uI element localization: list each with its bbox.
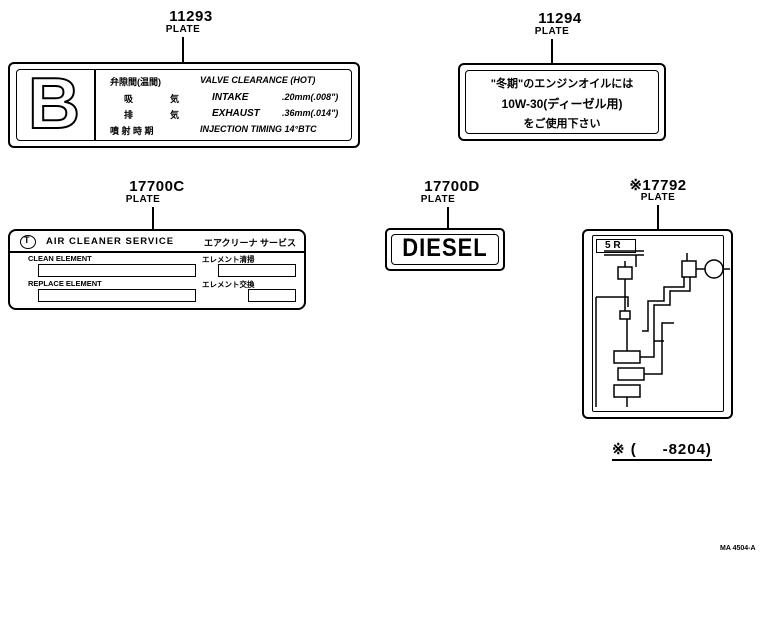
plate-17700c-clean-jp: エレメント清掃 bbox=[202, 255, 255, 264]
leader-line-17700d bbox=[447, 207, 449, 229]
leader-line-11294 bbox=[551, 39, 553, 63]
toyota-logo-icon: T bbox=[20, 235, 36, 249]
plate-17700c-header-rule bbox=[10, 251, 304, 253]
plate-17700d: DIESEL bbox=[385, 228, 505, 271]
plate-11293-row2-jp-b: 気 bbox=[170, 94, 180, 104]
plate-11293-divider bbox=[94, 69, 96, 141]
part-label-17700d: PLATE bbox=[420, 194, 456, 205]
part-label-11294: PLATE bbox=[534, 26, 570, 37]
leader-line-11293 bbox=[182, 37, 184, 62]
part-number-17700c: 17700C bbox=[129, 178, 185, 195]
plate-17700c-replace-jp: エレメント交換 bbox=[202, 280, 255, 289]
part-number-17700d: 17700D bbox=[424, 178, 480, 195]
plate-17700d-border bbox=[391, 234, 499, 265]
part-label-17792: PLATE bbox=[640, 192, 676, 203]
plate-17792-tag: 5 R bbox=[605, 240, 621, 251]
plate-11293-row3-jp-a: 排 bbox=[124, 110, 134, 120]
plate-17700c-title-en: AIR CLEANER SERVICE bbox=[46, 236, 175, 247]
plate-17700c-clean-en: CLEAN ELEMENT bbox=[28, 254, 92, 263]
part-label-17700c: PLATE bbox=[125, 194, 161, 205]
plate-11294-line1: "冬期"のエンジンオイルには bbox=[490, 78, 634, 90]
plate-11293-row1-jp: 弁隙間(温間) bbox=[110, 77, 161, 87]
plate-11293-row2-en: INTAKE bbox=[212, 92, 249, 103]
part-label-11293: PLATE bbox=[165, 24, 201, 35]
figure-code: MA 4504-A bbox=[720, 545, 756, 552]
clean-element-date-field bbox=[218, 264, 296, 277]
plate-11294-line3: をご使用下さい bbox=[523, 118, 601, 130]
plate-11294-border bbox=[465, 70, 659, 134]
plate-11293-row1-en: VALVE CLEARANCE (HOT) bbox=[200, 75, 316, 85]
plate-11294-line2: 10W-30(ディーゼル用) bbox=[501, 97, 623, 111]
plate-17700d-text: DIESEL bbox=[402, 233, 488, 262]
plate-11293-row3-jp-b: 気 bbox=[170, 110, 180, 120]
plate-17700c-replace-en: REPLACE ELEMENT bbox=[28, 279, 102, 288]
plate-17792-border bbox=[592, 235, 724, 412]
part-number-17792: ※17792 bbox=[629, 177, 687, 194]
plate-17792-tag-box: 5 R bbox=[596, 239, 636, 253]
toyota-logo-letter: T bbox=[24, 235, 30, 245]
plate-11293: B 弁隙間(温間) VALVE CLEARANCE (HOT) 吸 気 INTA… bbox=[8, 62, 360, 148]
replace-element-date-field bbox=[248, 289, 296, 302]
part-number-11294: 11294 bbox=[538, 10, 582, 27]
plate-11293-row2-jp-a: 吸 bbox=[124, 94, 134, 104]
plate-17792: 5 R bbox=[582, 229, 733, 419]
plate-11293-letter: B bbox=[27, 63, 81, 145]
fuel-system-schematic bbox=[595, 250, 730, 407]
applicability-footnote: ※ ( -8204) bbox=[612, 440, 712, 461]
plate-11293-border bbox=[16, 69, 352, 141]
clean-element-field bbox=[38, 264, 196, 277]
plate-11293-row4-en: INJECTION TIMING 14°BTC bbox=[200, 124, 317, 134]
part-number-11293: 11293 bbox=[169, 8, 213, 25]
plate-11293-row3-en: EXHAUST bbox=[212, 108, 260, 119]
plate-11293-row2-value: .20mm(.008") bbox=[282, 92, 339, 102]
plate-17700c: T AIR CLEANER SERVICE エアクリーナ サービス CLEAN … bbox=[8, 229, 306, 310]
plate-11293-row3-value: .36mm(.014") bbox=[282, 108, 339, 118]
plate-17700c-title-jp: エアクリーナ サービス bbox=[204, 238, 297, 248]
plate-11293-row4-jp: 噴 射 時 期 bbox=[110, 126, 154, 136]
plate-11294: "冬期"のエンジンオイルには 10W-30(ディーゼル用) をご使用下さい bbox=[458, 63, 666, 141]
leader-line-17700c bbox=[152, 207, 154, 229]
leader-line-17792 bbox=[657, 205, 659, 229]
replace-element-field bbox=[38, 289, 196, 302]
